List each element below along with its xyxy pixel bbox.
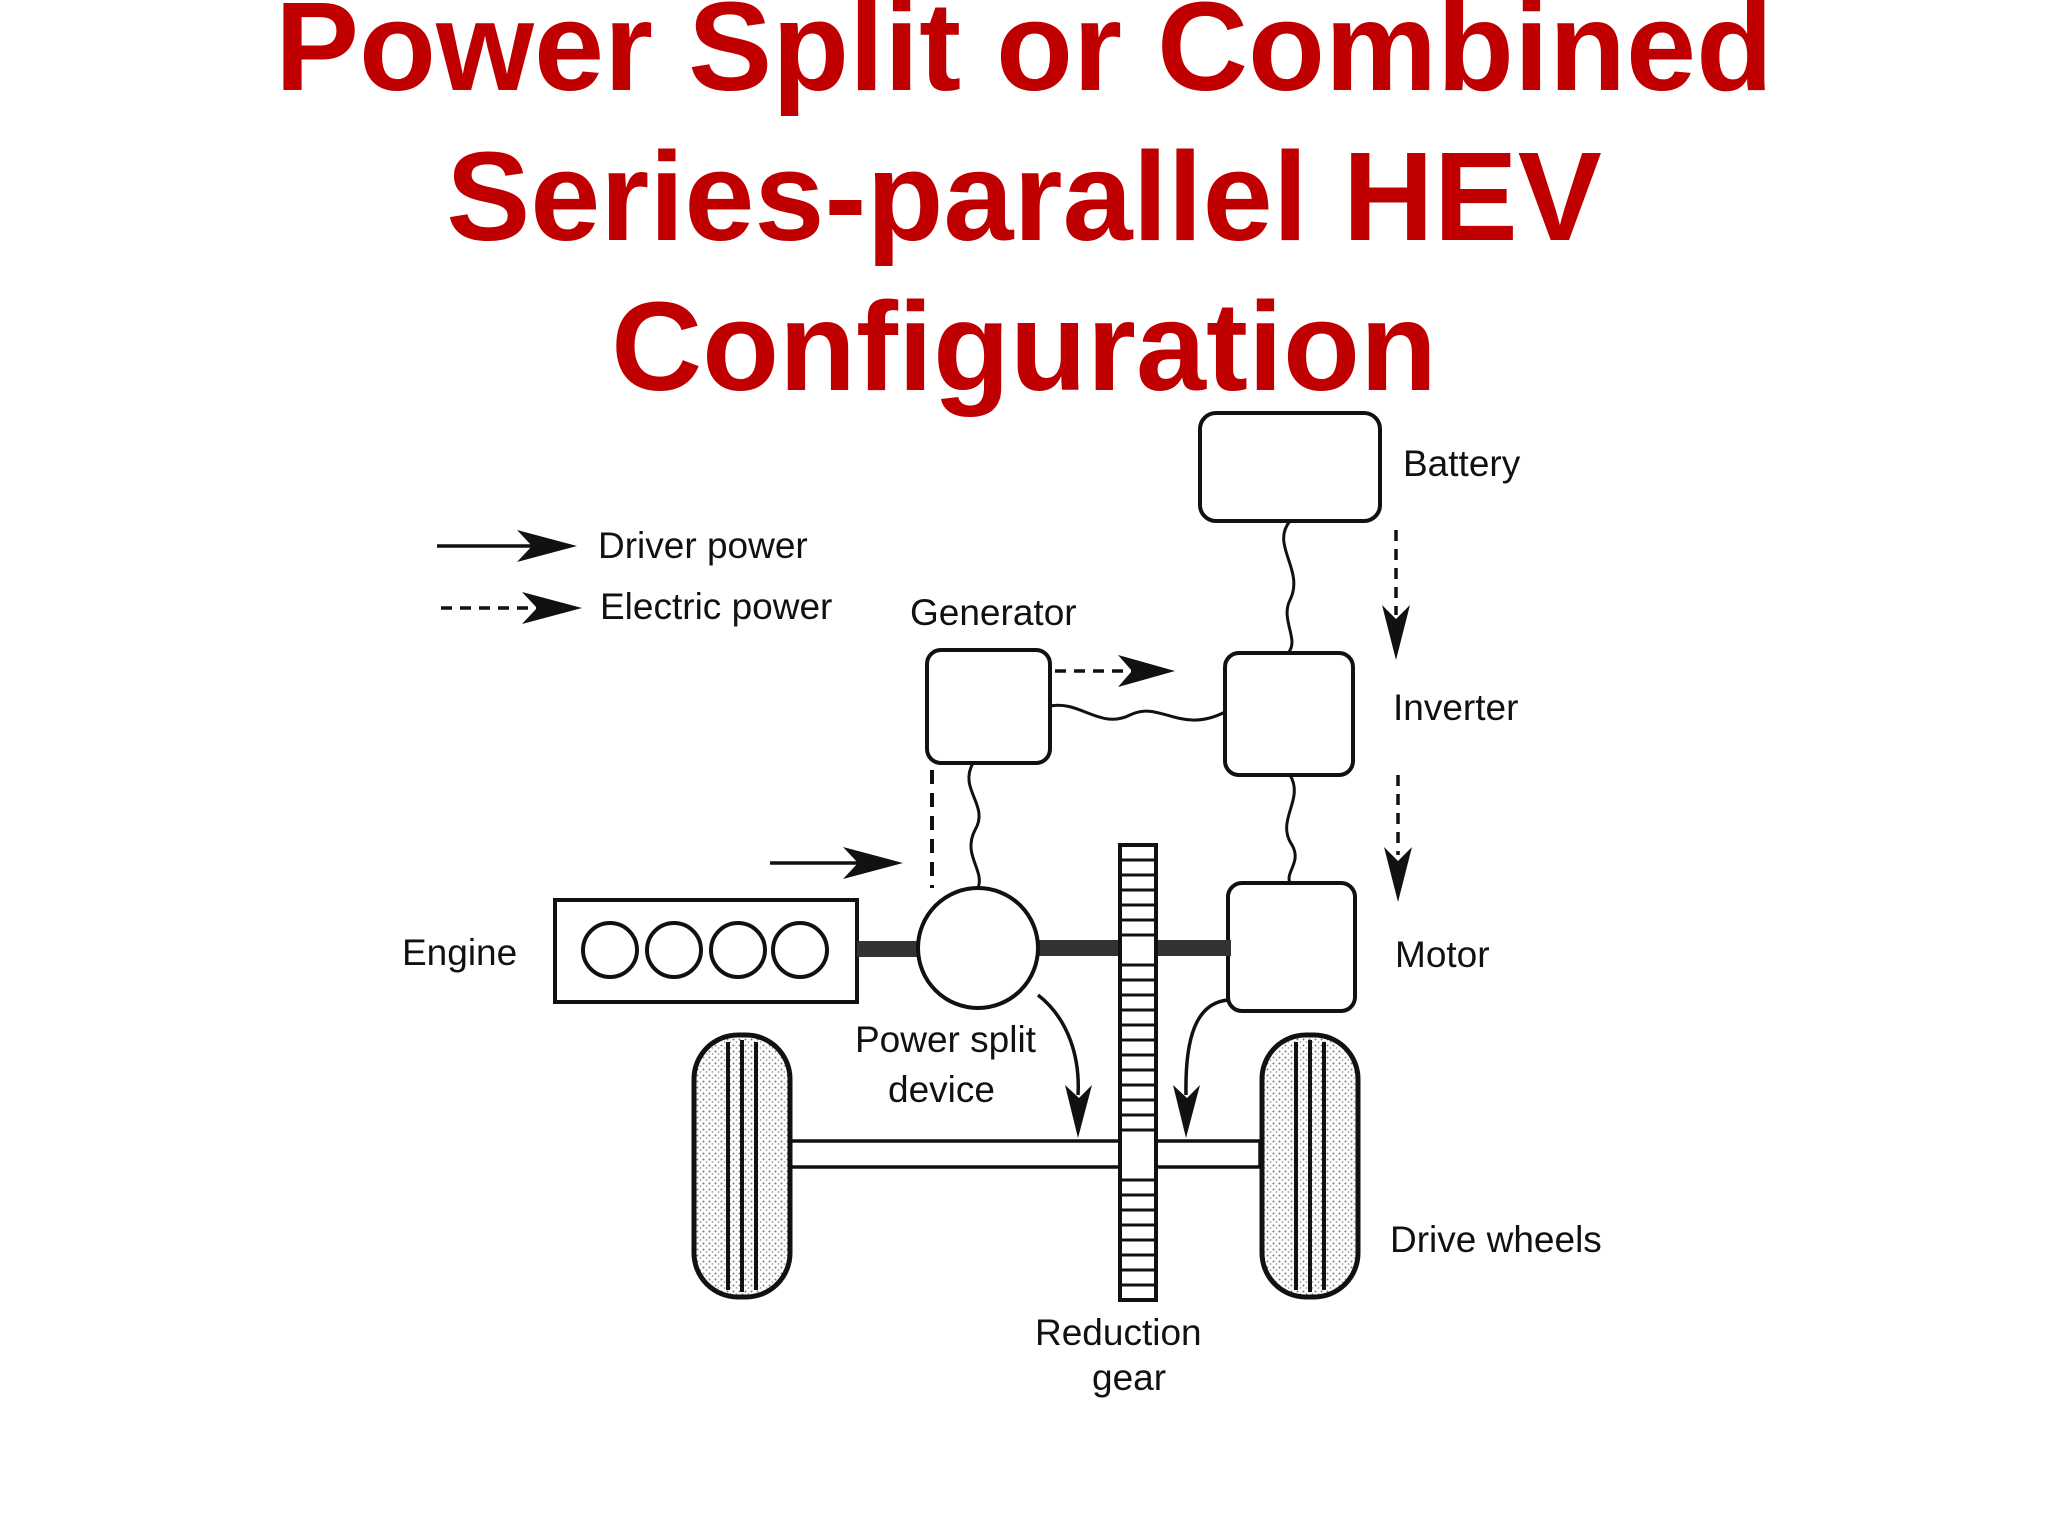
power-split-device xyxy=(916,886,1040,1010)
motor-label: Motor xyxy=(1395,934,1490,975)
generator-inverter-wire xyxy=(1049,703,1226,722)
motor-to-axle-arrow xyxy=(1184,998,1229,1096)
drive-axle xyxy=(788,1139,1262,1169)
reduction-gear xyxy=(1118,843,1158,1302)
electrical-wires xyxy=(967,520,1297,889)
title-line-1: Power Split or Combined xyxy=(274,0,1774,117)
engine-shaft xyxy=(857,941,919,957)
electric-power-legend-arrow xyxy=(441,592,582,624)
generator-label: Generator xyxy=(910,592,1077,633)
driver-power-arrows xyxy=(770,847,903,879)
inverter-motor-wire xyxy=(1285,774,1297,884)
engine-label: Engine xyxy=(402,932,517,973)
driver-power-legend-arrow xyxy=(437,530,577,562)
inverter-to-motor-arrow xyxy=(1384,775,1412,902)
legend: Driver power Electric power xyxy=(437,525,832,627)
inverter-label: Inverter xyxy=(1393,687,1518,728)
drive-wheels-label: Drive wheels xyxy=(1390,1219,1602,1260)
power-split-label-2: device xyxy=(888,1069,995,1110)
electric-power-arrows xyxy=(930,530,1412,902)
split-to-axle-arrow xyxy=(1036,993,1080,1096)
generator-split-wire xyxy=(967,762,981,889)
battery-label: Battery xyxy=(1403,443,1521,484)
inverter-box xyxy=(1223,651,1355,777)
title-line-3: Configuration xyxy=(611,276,1437,417)
legend-electric-power: Electric power xyxy=(600,586,832,627)
title-line-2: Series-parallel HEV xyxy=(446,126,1602,267)
legend-driver-power: Driver power xyxy=(598,525,808,566)
battery-to-inverter-arrow xyxy=(1382,530,1410,660)
reduction-gear-label-2: gear xyxy=(1092,1357,1166,1398)
power-split-label-1: Power split xyxy=(855,1019,1037,1060)
battery-box xyxy=(1198,411,1382,523)
axle-power-arrows xyxy=(1036,993,1229,1138)
engine-block xyxy=(553,898,859,1004)
generator-to-inverter-arrow xyxy=(1055,655,1175,687)
left-drive-wheel xyxy=(691,1032,793,1300)
slide-title: Power Split or Combined Series-parallel … xyxy=(0,0,2048,422)
motor-box xyxy=(1226,881,1357,1013)
right-drive-wheel xyxy=(1259,1032,1361,1300)
generator-box xyxy=(925,648,1052,765)
reduction-gear-label-1: Reduction xyxy=(1035,1312,1202,1353)
battery-inverter-wire xyxy=(1282,520,1296,655)
engine-input-arrow xyxy=(770,847,903,879)
